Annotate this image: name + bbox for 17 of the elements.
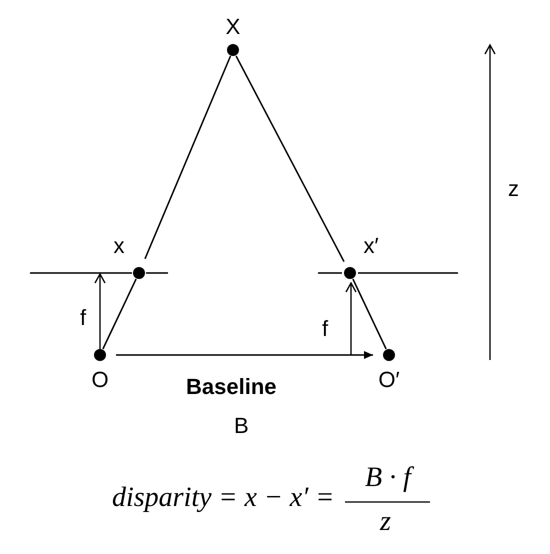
line [144, 56, 232, 260]
point-label: X [224, 14, 242, 40]
axis-label: z [508, 176, 519, 202]
point-label: x [112, 233, 126, 259]
formula: disparity = x − x′ = [112, 482, 334, 514]
arrow [116, 351, 373, 359]
dimension-label: f [80, 305, 86, 331]
formula: z [380, 506, 391, 538]
line [235, 56, 345, 262]
dimension-label: B [234, 413, 249, 439]
baseline-label: Baseline [186, 374, 276, 400]
dimension-label: f [322, 316, 328, 342]
point-label: O [90, 367, 110, 393]
point-label: O′ [377, 367, 401, 393]
line [102, 278, 137, 350]
line [352, 278, 387, 350]
point-label: x′ [362, 233, 380, 259]
